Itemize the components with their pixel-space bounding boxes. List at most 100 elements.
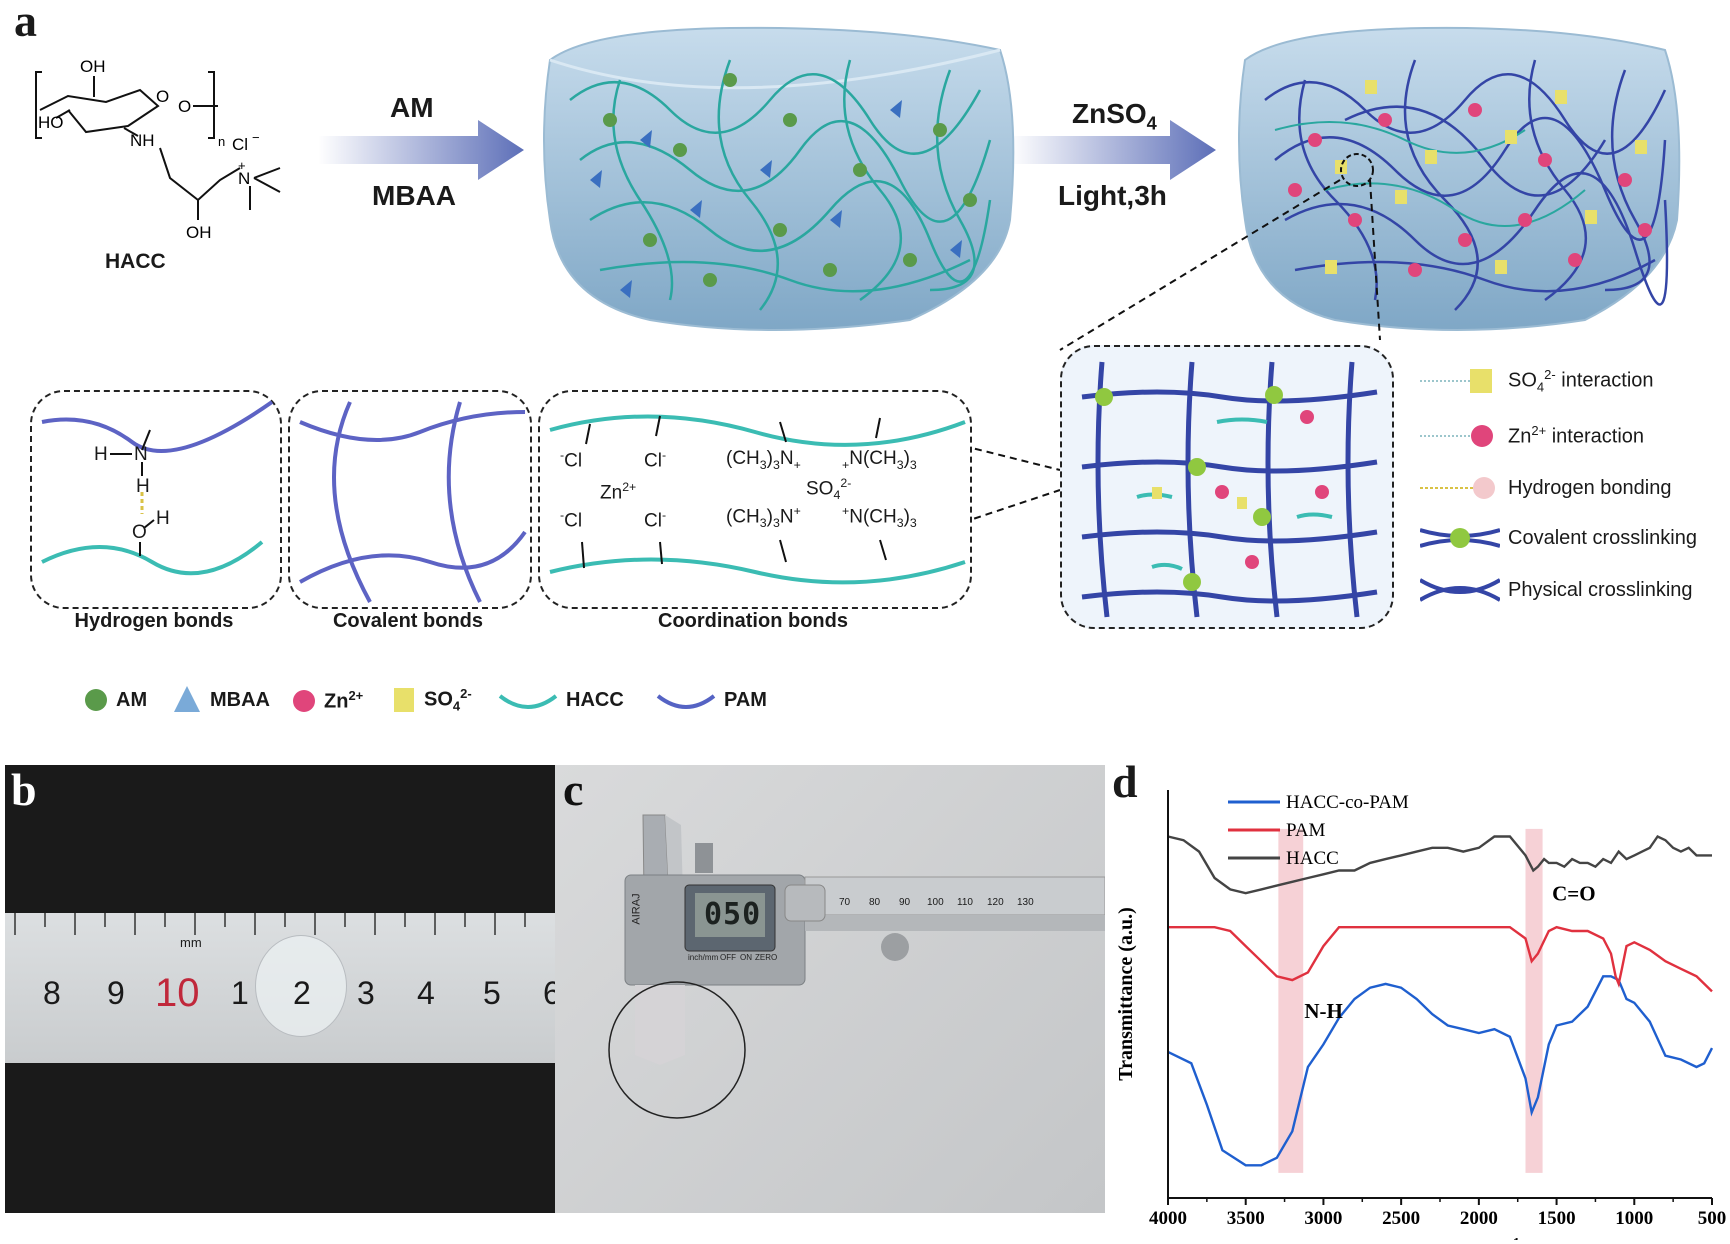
hacc-nh: NH bbox=[130, 131, 155, 150]
arrow-2-bottom-label: Light,3h bbox=[1058, 180, 1167, 211]
hacc-structure: OH HO O O n NH OH Cl − N + bbox=[35, 57, 281, 240]
ruler: mm 8 9 10 1 2 3 4 5 6 bbox=[5, 913, 555, 1063]
x-tick-label: 2500 bbox=[1382, 1208, 1420, 1229]
hacc-cl-charge: − bbox=[252, 130, 260, 145]
am-icon bbox=[85, 689, 107, 711]
covalent-bonds-caption: Covalent bonds bbox=[332, 610, 483, 632]
ruler-number-4: 4 bbox=[417, 975, 435, 1011]
x-tick-label: 1000 bbox=[1615, 1208, 1653, 1229]
ruler-number-3: 3 bbox=[357, 975, 375, 1011]
legend-hacc: HACC bbox=[498, 688, 624, 712]
hacc-chain-icon bbox=[498, 694, 558, 709]
hbond-h2: H bbox=[136, 476, 150, 497]
ruler-number-9: 9 bbox=[107, 975, 125, 1011]
caliper-btn-off: OFF bbox=[720, 953, 736, 962]
ftir-chart: 4000350030002500200015001000500Wavenumbe… bbox=[1115, 790, 1727, 1240]
hbond-h3: H bbox=[156, 508, 170, 529]
ruler-number-1: 1 bbox=[231, 975, 249, 1011]
coord-so4: SO42- bbox=[806, 476, 852, 503]
pam-chain-icon bbox=[656, 694, 716, 709]
so4-ion-icon bbox=[394, 688, 414, 712]
hydrogel-disc bbox=[255, 935, 347, 1037]
legend-hydrogen-bonding: Hydrogen bonding bbox=[1420, 472, 1671, 504]
caliper-scale-130: 130 bbox=[1017, 897, 1034, 908]
annotation-co: C=O bbox=[1552, 882, 1595, 906]
hacc-plus: + bbox=[238, 158, 246, 173]
caliper-scale-110: 110 bbox=[957, 897, 973, 908]
highlight-band-0 bbox=[1278, 828, 1304, 1173]
caliper-btn-inchmm: inch/mm bbox=[688, 953, 719, 962]
caliper bbox=[608, 814, 1105, 1119]
hacc-o-ring: O bbox=[156, 87, 169, 106]
ruler-number-5: 5 bbox=[483, 975, 501, 1011]
physical-crosslink-icon bbox=[1420, 578, 1500, 602]
panel-b-letter: b bbox=[11, 765, 37, 815]
gel-cube-am bbox=[543, 26, 1015, 331]
panel-d-letter: d bbox=[1112, 756, 1138, 807]
coord-ch3n-2: (CH3)3N+ bbox=[726, 504, 801, 531]
coord-nch3-2: +N(CH3)3 bbox=[842, 504, 917, 531]
coord-zn: Zn2+ bbox=[600, 480, 637, 504]
hbond-o: O bbox=[132, 522, 147, 543]
hacc-cl: Cl bbox=[232, 135, 248, 154]
arrow-1 bbox=[318, 120, 524, 180]
coord-cl-2: Cl- bbox=[644, 448, 667, 472]
coord-nch3-1: +N(CH3)3 bbox=[842, 448, 917, 472]
x-tick-label: 4000 bbox=[1149, 1208, 1187, 1229]
arrow-1-top-label: AM bbox=[390, 92, 434, 123]
hacc-oh-bottom: OH bbox=[186, 223, 212, 240]
hydrogen-bond-icon bbox=[1420, 477, 1495, 499]
coordination-bond-box: -Cl Cl- Zn2+ -Cl Cl- (CH3)3N+ +N(CH3)3 S… bbox=[538, 390, 972, 609]
legend-zn-interaction: Zn2+ interaction bbox=[1420, 420, 1644, 452]
hacc-n-plus: N bbox=[238, 169, 250, 188]
legend-physical-crosslinking: Physical crosslinking bbox=[1420, 574, 1693, 606]
arrow-2 bbox=[1010, 120, 1216, 180]
coordination-bonds-caption: Coordination bonds bbox=[658, 610, 848, 632]
covalent-bond-box bbox=[288, 390, 532, 609]
panel-a-letter: a bbox=[14, 0, 37, 46]
panel-c-letter: c bbox=[563, 765, 584, 815]
x-tick-label: 3000 bbox=[1304, 1208, 1342, 1229]
hacc-o-link: O bbox=[178, 97, 191, 116]
annotation-nh: N-H bbox=[1304, 999, 1343, 1023]
ruler-unit: mm bbox=[180, 935, 202, 950]
coord-ch3n-1: (CH3)3N+ bbox=[726, 448, 801, 472]
x-tick-label: 500 bbox=[1698, 1208, 1727, 1229]
legend-covalent-crosslinking: Covalent crosslinking bbox=[1420, 522, 1697, 554]
coord-cl-1: -Cl bbox=[560, 448, 583, 472]
series-line-hacc-co-pam bbox=[1167, 975, 1714, 1167]
legend-mbaa: MBAA bbox=[172, 686, 270, 714]
caliper-scale-90: 90 bbox=[899, 897, 911, 908]
legend-label-hacc: HACC bbox=[1286, 848, 1339, 869]
gel-cube-zn bbox=[1238, 26, 1681, 331]
arrow-2-top-label: ZnSO4 bbox=[1072, 98, 1157, 134]
so4-icon bbox=[1420, 369, 1492, 393]
legend-zn: Zn2+ bbox=[292, 688, 363, 714]
coord-cl-3: -Cl bbox=[560, 508, 583, 532]
hacc-ho-left: HO bbox=[38, 113, 64, 132]
legend-pam: PAM bbox=[656, 688, 767, 712]
caliper-scale-120: 120 bbox=[987, 897, 1004, 908]
caliper-scale-70: 70 bbox=[839, 897, 851, 908]
caliper-btn-zero: ZERO bbox=[755, 953, 778, 962]
ruler-number-10: 10 bbox=[155, 971, 200, 1015]
mbaa-icon bbox=[174, 686, 200, 712]
legend-label-hacc-co-pam: HACC-co-PAM bbox=[1286, 792, 1409, 813]
series-line-hacc bbox=[1167, 834, 1712, 895]
coord-cl-4: Cl- bbox=[644, 508, 667, 532]
caliper-display: 050 bbox=[704, 897, 762, 932]
y-axis-label: Transmittance (a.u.) bbox=[1115, 907, 1137, 1081]
arrow-1-bottom-label: MBAA bbox=[372, 180, 456, 211]
legend-so4: SO42- bbox=[392, 686, 472, 714]
series-line-pam bbox=[1168, 925, 1713, 993]
x-axis-label: Wavenumber(cm-1) bbox=[1353, 1236, 1527, 1240]
zn-icon bbox=[1420, 425, 1493, 447]
caliper-scale-100: 100 bbox=[927, 897, 944, 908]
legend-label-pam: PAM bbox=[1286, 820, 1326, 841]
caliper-btn-on: ON bbox=[740, 953, 752, 962]
x-tick-label: 2000 bbox=[1460, 1208, 1498, 1229]
caliper-scale-80: 80 bbox=[869, 897, 881, 908]
panel-b-photo: mm 8 9 10 1 2 3 4 5 6 b bbox=[5, 765, 555, 1213]
zn-ion-icon bbox=[293, 689, 315, 712]
highlight-band-1 bbox=[1525, 828, 1543, 1173]
